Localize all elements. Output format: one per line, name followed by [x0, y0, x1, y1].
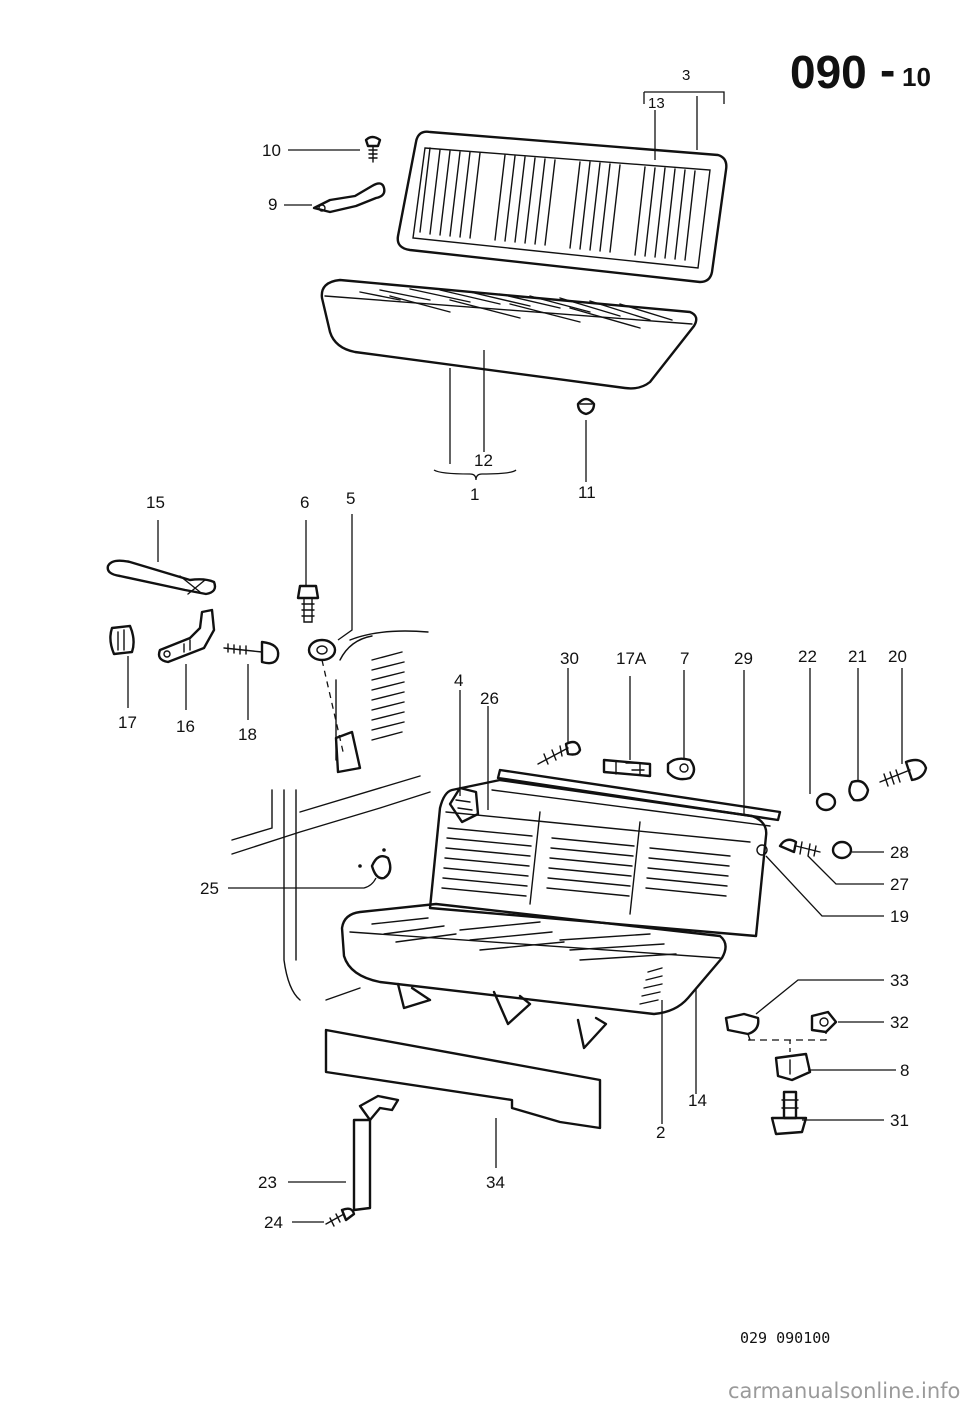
callout-31: 31: [890, 1111, 909, 1130]
strap-15-icon: [106, 559, 217, 596]
callout-21: 21: [848, 647, 867, 666]
callout-8: 8: [900, 1061, 909, 1080]
callout-24: 24: [264, 1213, 283, 1232]
callout-1: 1: [470, 485, 479, 504]
callout-29: 29: [734, 649, 753, 668]
upper-backrest: [396, 130, 728, 284]
upper-seat-cushion: [320, 278, 698, 390]
page-number-subtitle: 10: [902, 62, 931, 92]
vehicle-side-panel: [231, 630, 431, 1001]
callout-labels: 3 13 10 9 12 1 11 15 6 5 17 16 18 30 17A…: [118, 67, 909, 1232]
watermark: carmanualsonline.info: [728, 1379, 960, 1403]
cap-7-icon: [666, 757, 696, 781]
callout-7: 7: [680, 649, 689, 668]
callout-28: 28: [890, 843, 909, 862]
callout-30: 30: [560, 649, 579, 668]
bolt-20-icon: [879, 758, 928, 787]
callout-27: 27: [890, 875, 909, 894]
seat-belt-23-icon: [352, 1094, 400, 1212]
lower-seat-cushion: [340, 902, 727, 1016]
page-number-title: 090: [790, 46, 867, 98]
screw-30-icon: [537, 740, 582, 765]
callout-9: 9: [268, 195, 277, 214]
callout-5: 5: [346, 489, 355, 508]
bolt-27-icon: [778, 838, 821, 857]
title-dash: -: [880, 44, 895, 96]
callout-4: 4: [454, 671, 463, 690]
callout-23: 23: [258, 1173, 277, 1192]
callout-26: 26: [480, 689, 499, 708]
spring-washer-21-icon: [848, 779, 870, 802]
screw-24-icon: [325, 1207, 356, 1227]
diagram-reference-number: 029 090100: [740, 1329, 830, 1347]
lower-backrest: [428, 778, 768, 938]
bolt-6-icon: [296, 584, 320, 623]
pin-19-icon: [756, 844, 768, 856]
callout-17a: 17A: [616, 649, 647, 668]
latch-17a-icon: [602, 758, 652, 778]
trim-bar-29: [491, 768, 782, 827]
seat-frame-legs: [396, 982, 608, 1050]
nut-32-icon: [810, 1010, 838, 1034]
leader-lines: [127, 91, 903, 1223]
bolt-31-icon: [770, 1090, 808, 1136]
callout-2: 2: [656, 1123, 665, 1142]
bolt-18-icon: [223, 640, 280, 665]
callout-18: 18: [238, 725, 257, 744]
callout-10: 10: [262, 141, 281, 160]
callout-6: 6: [300, 493, 309, 512]
clip-17-icon: [109, 624, 135, 656]
callout-22: 22: [798, 647, 817, 666]
washer-5-icon: [307, 638, 337, 662]
callout-32: 32: [890, 1013, 909, 1032]
washer-22-icon: [815, 792, 837, 812]
callout-17: 17: [118, 713, 137, 732]
clip-11-icon: [576, 397, 596, 416]
screw-10-icon: [364, 135, 382, 163]
callout-20: 20: [888, 647, 907, 666]
panel-34: [324, 1028, 602, 1130]
callout-14: 14: [688, 1091, 707, 1110]
clamp-8-icon: [774, 1052, 812, 1082]
callout-15: 15: [146, 493, 165, 512]
callout-16: 16: [176, 717, 195, 736]
wing-nut-33-icon: [724, 1012, 760, 1041]
callout-3: 3: [682, 67, 690, 84]
callout-34: 34: [486, 1173, 505, 1192]
washer-28-icon: [831, 840, 853, 860]
callout-13: 13: [648, 95, 665, 112]
bracket-16-icon: [157, 608, 216, 664]
callout-19: 19: [890, 907, 909, 926]
bracket-4-icon: [448, 786, 480, 824]
callout-25: 25: [200, 879, 219, 898]
bracket-9-icon: [312, 182, 386, 214]
callout-12: 12: [474, 451, 493, 470]
pivot-25-icon: [358, 848, 392, 880]
callout-11: 11: [578, 483, 596, 502]
callout-33: 33: [890, 971, 909, 990]
